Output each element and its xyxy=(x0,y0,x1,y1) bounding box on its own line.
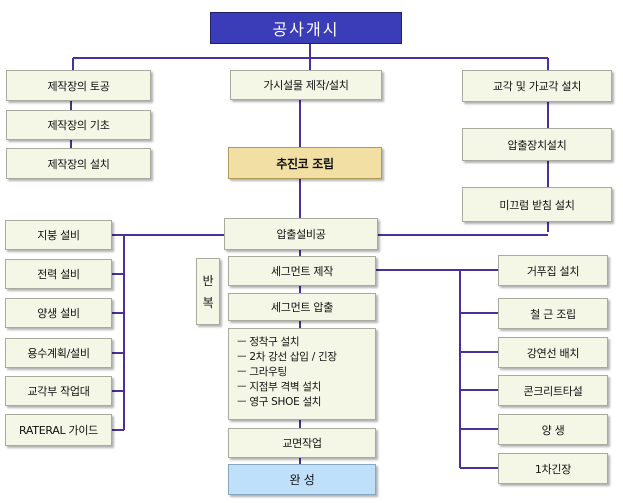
box-pier-install: 교각 및 가교각 설치 xyxy=(462,70,612,102)
title-start-construction: 공사개시 xyxy=(210,12,402,44)
box-concrete-pour: 콘크리트타설 xyxy=(498,375,608,406)
box-lateral-guide: RATERAL 가이드 xyxy=(5,414,112,446)
box-curing: 양 생 xyxy=(498,414,608,445)
box-deck-work: 교면작업 xyxy=(228,428,376,458)
box-launch-device: 압출장치설치 xyxy=(462,128,612,161)
box-yard-foundation: 제작장의 기초 xyxy=(6,110,151,140)
box-launch-equipment: 압출설비공 xyxy=(224,218,378,250)
box-water-plan: 용수계획/설비 xyxy=(5,338,112,368)
step-item: ㅡ 2차 강선 삽입 / 긴장 xyxy=(237,351,337,363)
box-sliding-bearing: 미끄럼 받침 설치 xyxy=(462,187,612,222)
step-item: ㅡ 정착구 설치 xyxy=(237,336,300,348)
box-yard-install: 제작장의 설치 xyxy=(6,148,151,179)
box-post-launch-steps: ㅡ 정착구 설치 ㅡ 2차 강선 삽입 / 긴장 ㅡ 그라우팅 ㅡ 지점부 격벽… xyxy=(228,328,376,420)
repeat-char-2: 복 xyxy=(202,296,214,311)
repeat-char-1: 반 xyxy=(202,273,214,288)
box-yard-earthwork: 제작장의 토공 xyxy=(6,70,151,101)
step-item: ㅡ 그라우팅 xyxy=(237,366,287,378)
box-power-facility: 전력 설비 xyxy=(5,259,112,289)
box-pier-platform: 교각부 작업대 xyxy=(5,376,112,406)
box-temporary-works: 가시설물 제작/설치 xyxy=(230,70,382,100)
box-segment-launch: 세그먼트 압출 xyxy=(228,293,376,321)
box-first-tensioning: 1차긴장 xyxy=(498,453,608,484)
box-rebar: 철 근 조립 xyxy=(498,298,608,329)
step-item: ㅡ 영구 SHOE 설치 xyxy=(237,396,322,408)
box-completion: 완 성 xyxy=(228,464,376,495)
repeat-marker: 반 복 xyxy=(196,258,220,325)
box-launching-nose: 추진코 조립 xyxy=(228,147,382,179)
box-formwork: 거푸집 설치 xyxy=(498,255,608,286)
box-segment-fabrication: 세그먼트 제작 xyxy=(228,256,376,286)
box-curing-facility: 양생 설비 xyxy=(5,298,112,328)
step-item: ㅡ 지점부 격벽 설치 xyxy=(237,381,321,393)
box-roof-facility: 지붕 설비 xyxy=(5,220,112,250)
box-strand-placement: 강연선 배치 xyxy=(498,337,608,368)
